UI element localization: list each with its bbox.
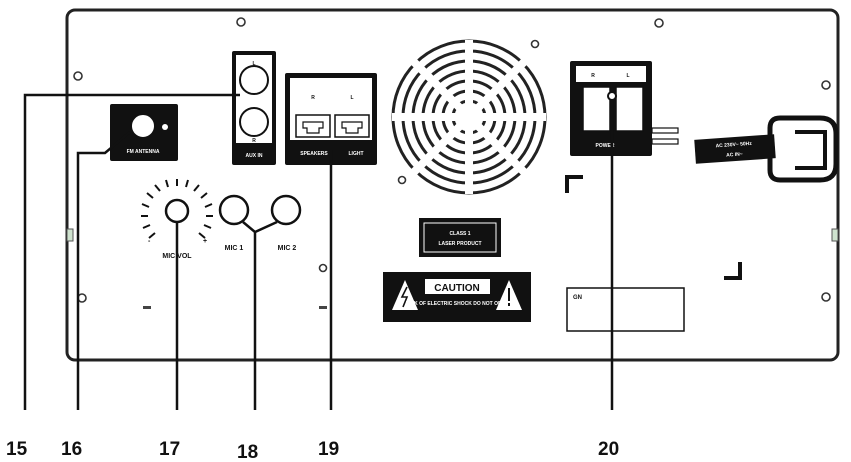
ac-rating-label: AC 230V~ 50Hz — [715, 141, 752, 150]
panel-mark-1 — [143, 306, 151, 309]
mic-vol-minus: - — [148, 238, 151, 245]
speaker-l-label: L — [350, 95, 353, 101]
laser-class-label: CLASS 1 LASER PRODUCT — [419, 218, 501, 257]
ac-in-label: AC IN~ — [726, 151, 743, 158]
callout-16: 16 — [61, 439, 82, 460]
panel-mark-2 — [319, 306, 327, 309]
ac-power-inlet[interactable]: AC 230V~ 50Hz AC IN~ — [694, 115, 839, 183]
callout-17: 17 — [159, 439, 180, 460]
side-tab-left — [66, 228, 74, 242]
leader-15 — [23, 93, 240, 410]
power-label: POWER — [596, 143, 615, 149]
speakers-label: SPEAKERS — [300, 151, 328, 157]
caution-label: CAUTION RISK OF ELECTRIC SHOCK DO NOT OP… — [383, 272, 531, 322]
mic-jacks[interactable]: MIC 1 MIC 2 — [218, 194, 302, 252]
speaker-terminals[interactable]: R L SPEAKERS LIGHT — [285, 73, 377, 165]
power-l-label: L — [626, 73, 629, 79]
laser-line2: LASER PRODUCT — [438, 241, 481, 247]
fm-antenna-label: FM ANTENNA — [127, 149, 160, 155]
label-plate-text: GN — [573, 295, 582, 301]
aux-in-jacks[interactable]: L R AUX IN — [232, 51, 276, 165]
callout-19: 19 — [318, 439, 339, 460]
mic2-label: MIC 2 — [278, 245, 297, 252]
speaker-r-label: R — [311, 95, 315, 101]
callout-leaders — [23, 93, 614, 410]
corner-mark-tl — [565, 175, 583, 193]
side-tab-right — [831, 228, 839, 242]
callout-18: 18 — [237, 442, 258, 462]
corner-mark-br — [724, 262, 742, 280]
mic1-label: MIC 1 — [225, 245, 244, 252]
fm-antenna-jack[interactable]: FM ANTENNA — [110, 104, 178, 161]
leader-16 — [76, 131, 131, 410]
power-r-label: R — [591, 73, 595, 79]
aux-in-label: AUX IN — [246, 153, 263, 159]
rating-label-plate: GN — [566, 287, 685, 332]
caution-subtext: RISK OF ELECTRIC SHOCK DO NOT OPEN — [406, 301, 509, 307]
fan-grille — [391, 39, 547, 195]
callout-20: 20 — [598, 439, 619, 460]
mic-vol-plus: + — [203, 238, 207, 245]
aux-r-label: R — [252, 138, 256, 144]
laser-line1: CLASS 1 — [449, 231, 470, 237]
callout-15: 15 — [6, 439, 28, 460]
caution-title: CAUTION — [434, 283, 480, 294]
light-label: LIGHT — [349, 151, 364, 157]
aux-l-label: L — [252, 61, 255, 67]
